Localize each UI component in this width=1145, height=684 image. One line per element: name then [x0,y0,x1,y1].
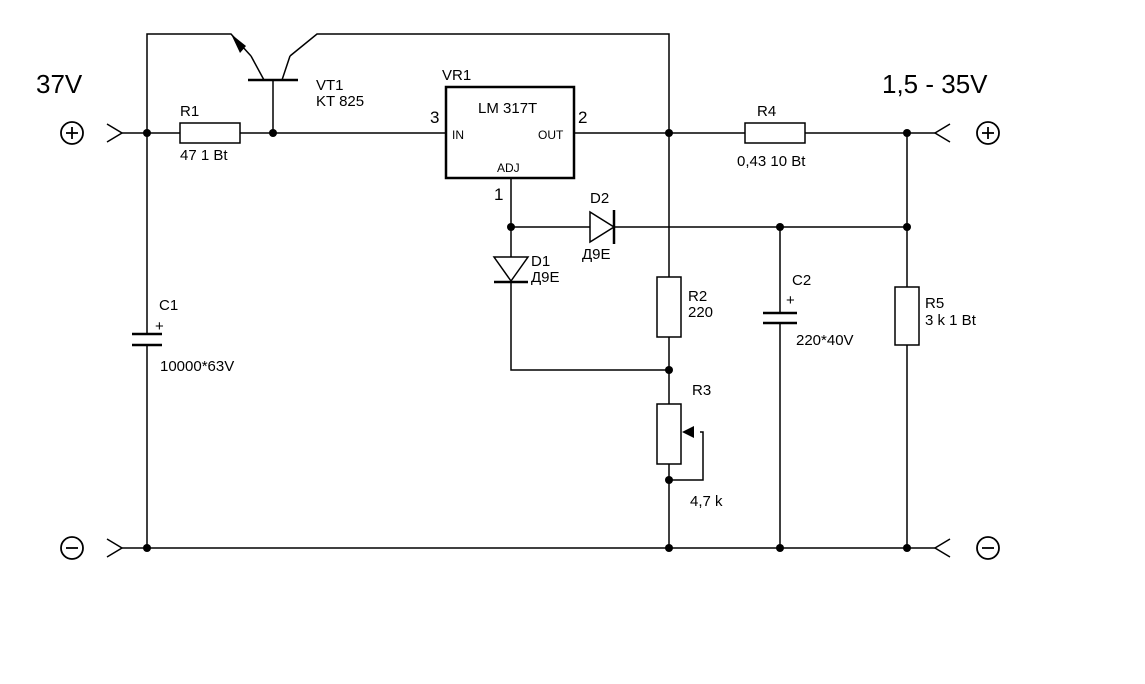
wires [122,33,935,549]
junctions [143,129,911,552]
vr1-pin-in-number: 3 [430,108,439,127]
regulator-vr1: VR1 LM 317T IN OUT ADJ 3 2 1 [430,67,587,204]
input-positive-terminal [60,121,124,145]
vr1-pin-out-number: 2 [578,108,587,127]
r5-value: 3 k 1 Bt [925,312,977,329]
output-negative-terminal [933,536,1000,560]
c1-value: 10000*63V [160,358,234,375]
junction-dot [665,544,673,552]
input-voltage-label: 37V [36,69,83,99]
resistor-r1: R1 47 1 Bt [179,103,241,164]
vr1-pin-out: OUT [538,128,564,142]
resistor-r2: R2 220 [656,276,713,338]
input-terminals: 37V [36,69,124,560]
plus-icon [976,121,1000,145]
c2-value: 220*40V [796,332,854,349]
vr1-ref: VR1 [442,67,471,84]
junction-dot [903,544,911,552]
r2-value: 220 [688,304,713,321]
output-positive-terminal [933,121,1000,145]
vt1-ref: VT1 [316,77,344,94]
vr1-pin-adj-number: 1 [494,185,503,204]
diode-d1: D1 Д9Е [492,253,560,286]
connector-arrow-icon [106,123,124,143]
vr1-pin-adj: ADJ [497,161,520,175]
potentiometer-r3: R3 4,7 k [656,382,723,510]
junction-dot [665,129,673,137]
junction-dot [776,223,784,231]
capacitor-c2: C2 + 220*40V [763,272,854,349]
junction-dot [143,544,151,552]
minus-icon [60,536,84,560]
junction-dot [665,476,673,484]
resistor-r5: R5 3 k 1 Bt [894,286,977,346]
junction-dot [507,223,515,231]
output-voltage-label: 1,5 - 35V [882,69,988,99]
r4-value: 0,43 10 Bt [737,153,806,170]
junction-dot [903,129,911,137]
connector-arrow-icon [933,123,951,143]
vt1-value: KT 825 [316,93,364,110]
c2-polarity: + [786,292,795,309]
diode-d2: D2 Д9Е [582,190,616,263]
r4-ref: R4 [757,103,776,120]
r1-value: 47 1 Bt [180,147,228,164]
wire-r3-wiper [669,431,704,481]
junction-dot [143,129,151,137]
junction-dot [776,544,784,552]
capacitor-c1: C1 + 10000*63V [132,297,234,375]
wiper-arrow-icon [682,426,694,438]
wire-vt1-collector-loop [289,33,670,133]
resistor-r4: R4 0,43 10 Bt [737,103,806,170]
d1-ref: D1 [531,253,550,270]
r3-ref: R3 [692,382,711,399]
d2-value: Д9Е [582,246,611,263]
junction-dot [665,366,673,374]
c1-polarity: + [155,318,164,335]
vr1-pin-in: IN [452,128,464,142]
junction-dot [269,129,277,137]
r5-ref: R5 [925,295,944,312]
connector-arrow-icon [933,538,951,558]
junction-dot [903,223,911,231]
emitter-arrow-icon [231,34,246,53]
minus-icon [976,536,1000,560]
output-terminals: 1,5 - 35V [882,69,1000,560]
d2-ref: D2 [590,190,609,207]
transistor-vt1: VT1 KT 825 [231,34,364,110]
r2-ref: R2 [688,288,707,305]
d1-value: Д9Е [531,269,560,286]
plus-icon [60,121,84,145]
connector-arrow-icon [106,538,124,558]
wire-d1-to-r2 [510,282,669,371]
input-negative-terminal [60,536,124,560]
r1-ref: R1 [180,103,199,120]
c1-ref: C1 [159,297,178,314]
r3-value: 4,7 k [690,493,723,510]
c2-ref: C2 [792,272,811,289]
vr1-name: LM 317T [478,100,537,117]
